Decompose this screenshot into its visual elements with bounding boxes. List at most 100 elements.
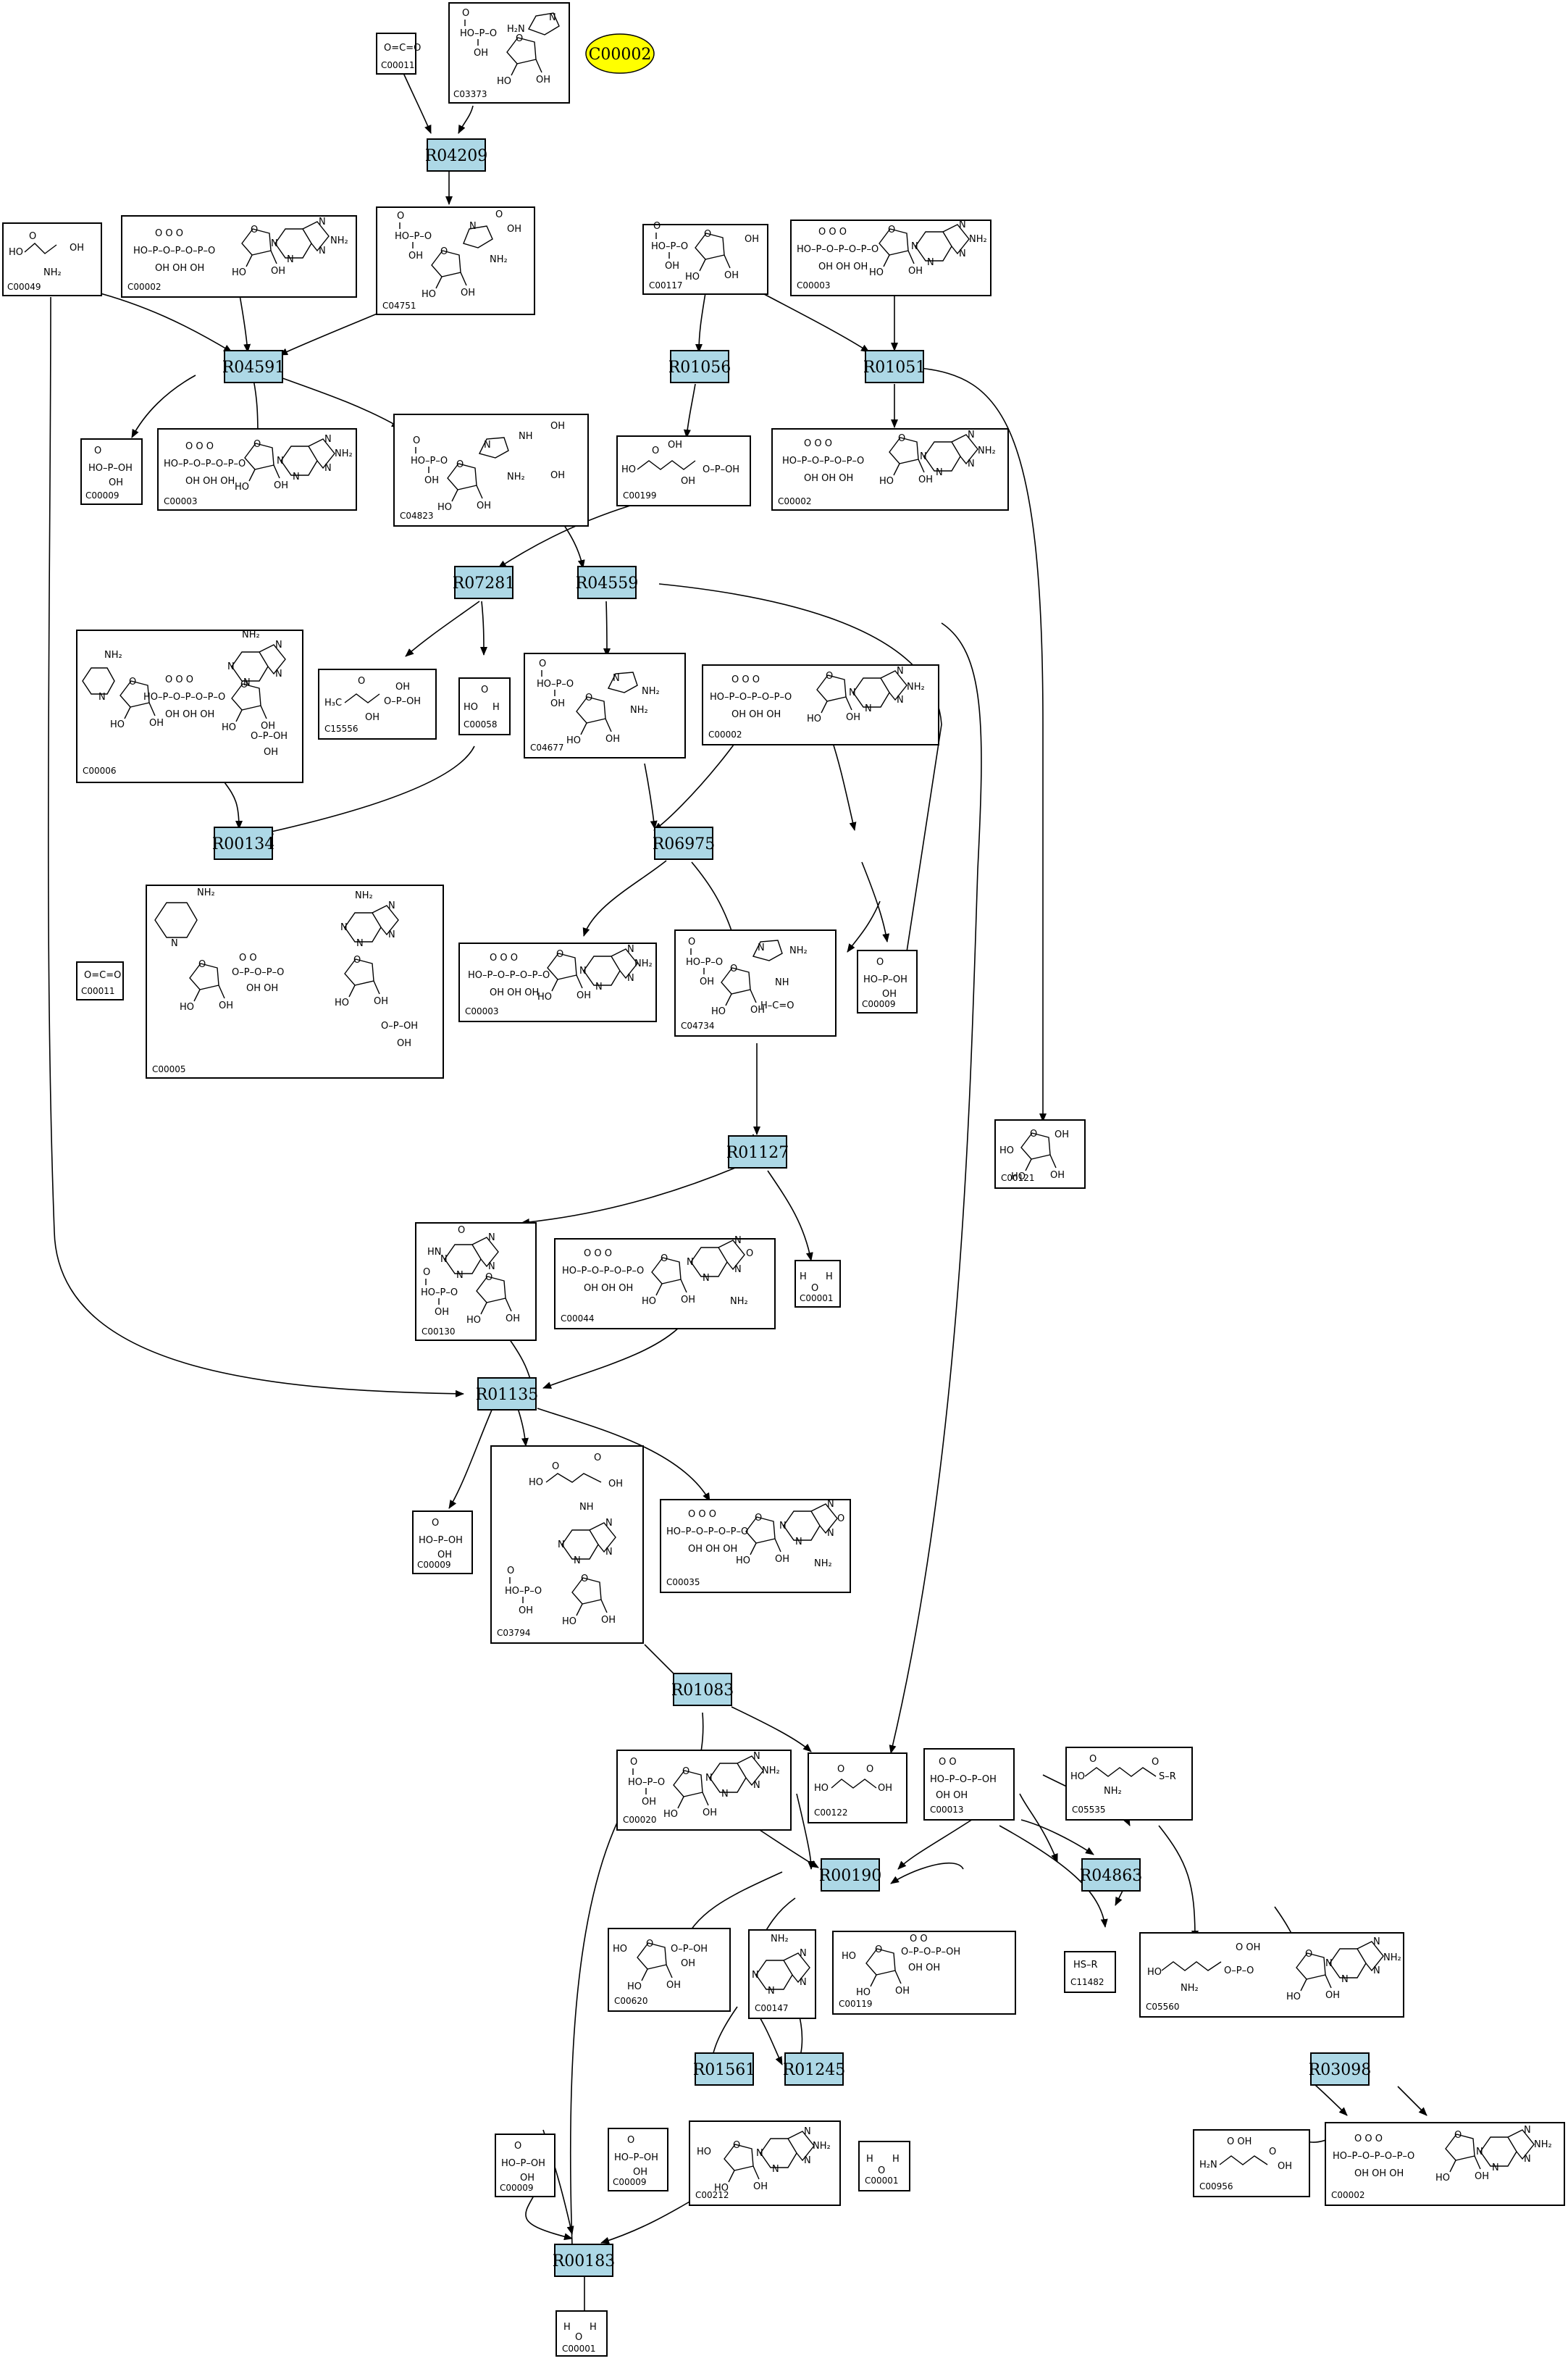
edge bbox=[458, 105, 474, 134]
reaction-r06975[interactable]: R06975 bbox=[653, 827, 716, 860]
compound-c00003[interactable]: NH₂ C00003 bbox=[790, 219, 991, 296]
reaction-r04559[interactable]: R04559 bbox=[576, 566, 639, 599]
reaction-r01127[interactable]: R01127 bbox=[726, 1135, 789, 1169]
compound-c04751[interactable]: N NH₂ OH O C04751 bbox=[376, 206, 535, 315]
reaction-r01135[interactable]: R01135 bbox=[476, 1377, 539, 1411]
compound-c03373[interactable]: H₂N N C03373 bbox=[448, 2, 570, 104]
edge bbox=[405, 601, 480, 657]
compound-c00049[interactable]: HO O OH NH₂ C00049 bbox=[2, 222, 102, 296]
compound-c15556[interactable]: H₃C O OH O–P–OH OH C15556 bbox=[318, 669, 437, 740]
compound-c00009[interactable]: O HO–P–OH OH C00009 bbox=[80, 438, 143, 505]
compound-id: C00002 bbox=[708, 730, 742, 740]
compound-c00009[interactable]: O HO–P–OH OH C00009 bbox=[608, 2128, 668, 2191]
compound-c00058[interactable]: O HO H C00058 bbox=[458, 677, 511, 735]
compound-id: C00001 bbox=[562, 2344, 596, 2354]
highlight-label: C00002 bbox=[589, 46, 652, 64]
svg-text:O: O bbox=[746, 1248, 753, 1259]
compound-id: C04734 bbox=[681, 1021, 715, 1031]
compound-c00035[interactable]: O NH₂ C00035 bbox=[660, 1498, 851, 1593]
edge bbox=[582, 860, 667, 937]
compound-id: C00956 bbox=[1199, 2181, 1233, 2191]
compound-c00119[interactable]: HO O–P–O–P–OH O O OH OH C00119 bbox=[832, 1931, 1016, 2015]
svg-text:O: O bbox=[495, 209, 503, 220]
compound-c00117[interactable]: OH C00117 bbox=[642, 220, 768, 295]
reaction-r07281[interactable]: R07281 bbox=[453, 566, 516, 599]
svg-text:O: O bbox=[878, 2165, 885, 2176]
edge bbox=[889, 622, 982, 1754]
reaction-r04209[interactable]: R04209 bbox=[425, 138, 488, 172]
compound-c05535[interactable]: O HO NH₂ O S–R C05535 bbox=[1065, 1747, 1193, 1821]
compound-c00044[interactable]: O NH₂ C00044 bbox=[554, 1234, 776, 1329]
svg-text:H₂N: H₂N bbox=[1199, 2160, 1217, 2170]
compound-c00011[interactable]: O=C=O C00011 bbox=[376, 33, 421, 75]
compound-id: C00009 bbox=[417, 1560, 451, 1570]
compound-c04677[interactable]: N NH₂ NH₂ C04677 bbox=[524, 653, 686, 759]
compound-c00001[interactable]: H O H C00001 bbox=[858, 2141, 910, 2191]
svg-text:NH₂: NH₂ bbox=[969, 234, 987, 245]
svg-text:O: O bbox=[552, 1461, 559, 1472]
compound-c00013[interactable]: O O HO–P–O–P–OH OH OH C00013 bbox=[923, 1748, 1015, 1821]
compound-c00130[interactable]: O HN C00130 bbox=[415, 1222, 537, 1341]
compound-c00006[interactable]: N NH₂ NH₂ O–P–OH OH C00006 bbox=[76, 630, 303, 783]
reaction-r01056[interactable]: R01056 bbox=[668, 350, 731, 383]
reaction-r04591[interactable]: R04591 bbox=[222, 350, 285, 383]
compound-c00002[interactable]: NH₂ C00002 bbox=[1325, 2122, 1565, 2206]
edge bbox=[796, 1793, 815, 1870]
compound-c00003[interactable]: NH₂ C00003 bbox=[157, 428, 357, 511]
compound-c11482[interactable]: HS–R C11482 bbox=[1064, 1951, 1116, 1993]
reaction-r00183[interactable]: R00183 bbox=[553, 2244, 616, 2277]
compound-c00147[interactable]: NH₂ C00147 bbox=[748, 1929, 816, 2019]
compound-c00009[interactable]: O HO–P–OH OH C00009 bbox=[495, 2134, 555, 2197]
compound-c00212[interactable]: HO NH₂ C00212 bbox=[689, 2120, 841, 2206]
compound-c00009[interactable]: O HO–P–OH OH C00009 bbox=[412, 1510, 473, 1574]
compound-c05560[interactable]: HO NH₂ O–P–O O OH NH₂ C05560 bbox=[1139, 1932, 1404, 2018]
svg-text:NH₂: NH₂ bbox=[630, 705, 648, 716]
svg-text:OH: OH bbox=[1055, 1129, 1069, 1140]
compound-c00011[interactable]: O=C=O C00011 bbox=[76, 961, 124, 1000]
reaction-r00190[interactable]: R00190 bbox=[819, 1858, 882, 1892]
reaction-r01561[interactable]: R01561 bbox=[693, 2052, 756, 2086]
compound-id: C04751 bbox=[382, 301, 416, 311]
compound-c04823[interactable]: N NH₂ NH OH OH C04823 bbox=[393, 414, 589, 527]
svg-text:O=C=O: O=C=O bbox=[384, 43, 421, 54]
compound-c00003[interactable]: NH₂ C00003 bbox=[458, 943, 657, 1022]
reaction-nodes: R04209 R04591 R01056 R01051 R07281 R0455… bbox=[212, 138, 1372, 2277]
compound-c00005[interactable]: N NH₂ O–P–O–P–O O O OH OH NH₂ O–P–OH OH … bbox=[146, 885, 444, 1079]
edge bbox=[1019, 1793, 1058, 1863]
compound-c00121[interactable]: HO OH C00121 bbox=[994, 1119, 1086, 1189]
svg-text:O: O bbox=[837, 1764, 844, 1775]
svg-text:OH: OH bbox=[878, 1783, 892, 1794]
compound-c00956[interactable]: O OH H₂N O OH C00956 bbox=[1193, 2129, 1310, 2197]
compound-c00199[interactable]: HO O OH OH O–P–OH C00199 bbox=[616, 435, 751, 506]
reaction-label: R01056 bbox=[668, 359, 731, 377]
reaction-label: R01127 bbox=[726, 1144, 789, 1162]
reaction-r01083[interactable]: R01083 bbox=[671, 1673, 734, 1706]
edge bbox=[847, 900, 881, 953]
reaction-r00134[interactable]: R00134 bbox=[212, 827, 275, 860]
reaction-r01245[interactable]: R01245 bbox=[783, 2052, 846, 2086]
reaction-r01051[interactable]: R01051 bbox=[863, 350, 926, 383]
compound-c00002[interactable]: NH₂ C00002 bbox=[771, 428, 1009, 511]
compound-c00001[interactable]: H O H C00001 bbox=[795, 1260, 841, 1308]
edge bbox=[919, 367, 1047, 1122]
compound-c00002[interactable]: NH₂ C00002 bbox=[121, 215, 357, 298]
compound-id: C00002 bbox=[778, 496, 812, 506]
reaction-r04863[interactable]: R04863 bbox=[1080, 1858, 1143, 1892]
compound-c00020[interactable]: NH₂ C00020 bbox=[616, 1750, 792, 1831]
compound-c00620[interactable]: HO O–P–OH OH C00620 bbox=[608, 1928, 731, 2012]
svg-text:N: N bbox=[758, 943, 765, 953]
svg-text:O–P–O–P–O: O–P–O–P–O bbox=[232, 967, 284, 978]
compound-c00009[interactable]: O HO–P–OH OH C00009 bbox=[857, 950, 918, 1014]
reaction-r03098[interactable]: R03098 bbox=[1309, 2052, 1372, 2086]
compound-c00002[interactable]: NH₂ C00002 bbox=[702, 664, 939, 745]
compound-c03794[interactable]: HO O O OH NH C03794 bbox=[490, 1445, 644, 1644]
compound-c04734[interactable]: N NH₂ NH H–C=O C04734 bbox=[674, 929, 837, 1037]
edge bbox=[521, 1166, 739, 1226]
compound-c00122[interactable]: O HO O OH C00122 bbox=[808, 1752, 907, 1823]
compound-c00001[interactable]: H O H C00001 bbox=[555, 2310, 608, 2357]
svg-text:O: O bbox=[866, 1764, 873, 1775]
svg-text:OH: OH bbox=[264, 747, 278, 758]
highlight-c00002[interactable]: C00002 bbox=[585, 33, 655, 74]
compound-id: C11482 bbox=[1070, 1977, 1104, 1987]
edge bbox=[131, 375, 196, 438]
